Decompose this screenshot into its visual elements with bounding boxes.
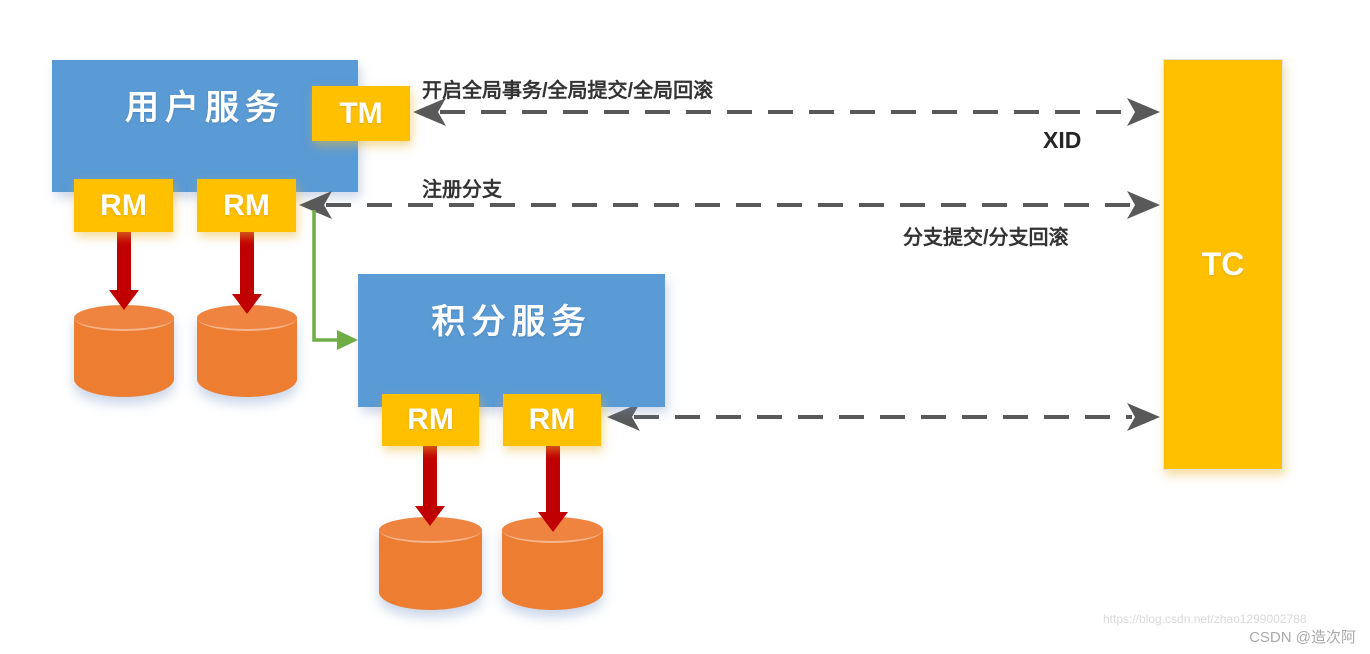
global-transaction-label: 开启全局事务/全局提交/全局回滚 — [422, 80, 714, 102]
tc-label: TC — [1201, 246, 1245, 282]
watermark-url: https://blog.csdn.net/zhao1299002788 — [1103, 612, 1307, 626]
service-invoke-arrow — [312, 210, 358, 350]
branch-ops-label: 分支提交/分支回滚 — [903, 227, 1069, 249]
watermark-credit: CSDN @造次阿 — [1249, 629, 1356, 646]
db-write-arrow — [109, 232, 139, 310]
rm-box-user-1: RM — [74, 179, 173, 232]
xid-label: XID — [1043, 127, 1082, 153]
db-write-arrow — [232, 232, 262, 314]
database-icon — [379, 517, 482, 610]
rm-box-points-2: RM — [503, 394, 601, 446]
database-icon — [74, 305, 174, 397]
user-service-box: 用户服务 — [52, 60, 358, 192]
tm-label: TM — [339, 96, 383, 130]
register-branch-label: 注册分支 — [422, 179, 502, 201]
rm-label: RM — [407, 403, 454, 436]
points-branch-arrow — [607, 403, 1160, 431]
db-write-arrow — [538, 446, 568, 532]
rm-box-points-1: RM — [382, 394, 479, 446]
rm-label: RM — [223, 188, 270, 222]
rm-label: RM — [528, 403, 576, 436]
rm-box-user-2: RM — [197, 179, 296, 232]
db-write-arrow — [415, 446, 445, 526]
points-service-box: 积分服务 — [358, 274, 665, 407]
tm-box: TM — [312, 86, 410, 141]
points-service-label: 积分服务 — [431, 303, 592, 341]
rm-label: RM — [100, 188, 147, 222]
database-icon — [197, 305, 297, 397]
database-icon — [502, 517, 603, 610]
tc-box: TC — [1163, 59, 1283, 470]
user-service-label: 用户服务 — [125, 89, 285, 127]
